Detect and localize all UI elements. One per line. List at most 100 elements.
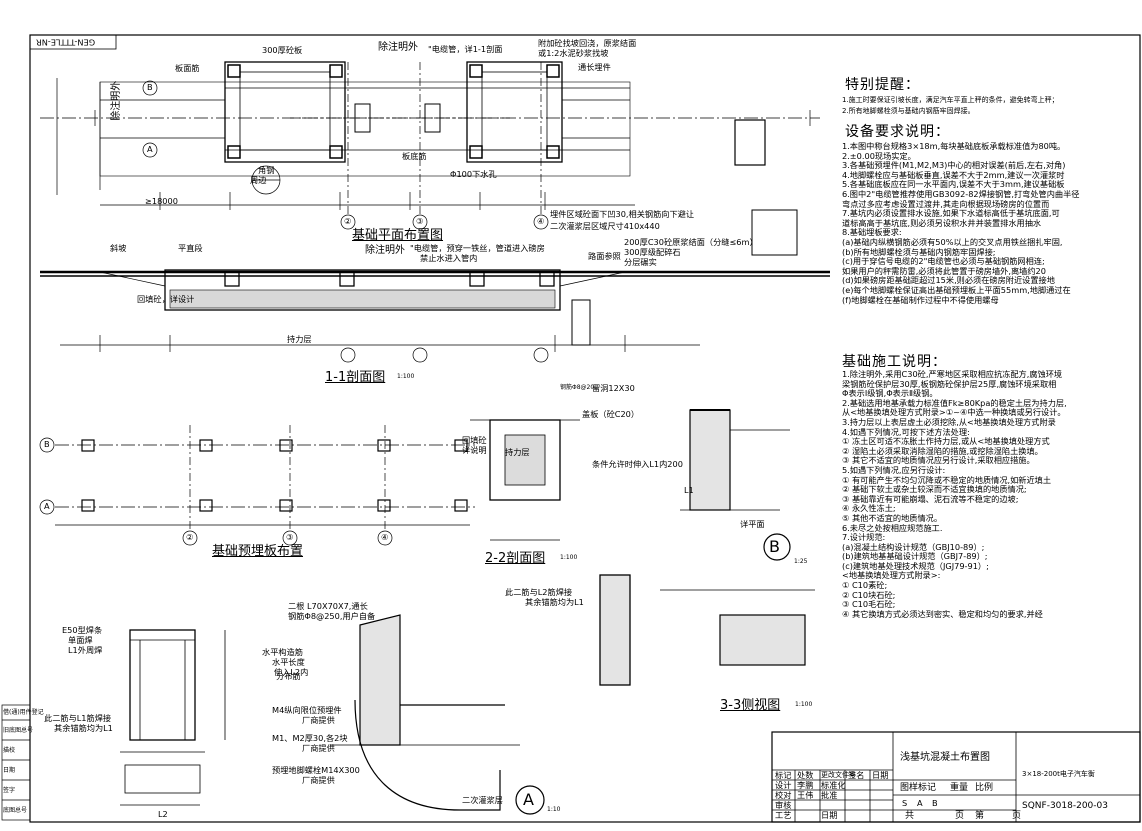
role-approve: 批准 (821, 790, 838, 800)
plan-col-3: ③ (416, 216, 424, 226)
s11-backfill-note: 回填砼，详设计 (137, 294, 195, 304)
plan-drain-hole: Φ100下水孔 (450, 169, 497, 179)
plan-grout-slot: 二次灌浆层区域尺寸410x440 (550, 221, 660, 231)
a-horiz2: 水平长度 (272, 657, 305, 667)
build-line-13: ② 基础下软土或杂土较深而不适宜换填的地质情况; (842, 484, 1027, 495)
s33-anchor: 其余锚筋均为L1 (525, 597, 584, 607)
build-line-19: (a)混凝土结构设计规范（GBJ10-89）; (842, 541, 985, 552)
s33-weld: 此二筋与L2筋焊接 (505, 587, 573, 597)
mark-s: S (902, 798, 908, 808)
a-m1: M1、M2厚30,各2块 (272, 733, 348, 743)
detail-b-scale: 1:25 (794, 558, 808, 565)
plan-view (40, 61, 820, 230)
build-title: 基础施工说明： (842, 354, 947, 370)
s22-scale: 1:100 (560, 554, 578, 561)
plan-bottom-rebar: 板底筋 (402, 151, 427, 161)
frame-code-box (29, 34, 117, 50)
role-check-name: 王伟 (797, 790, 814, 800)
special-line-2: 2.所有地脚螺栓须与基础内钢筋牢固焊接。 (842, 107, 975, 115)
build-notes: 1.除注明外,采用C30砼,严寒地区采取相应抗冻配方,腐蚀环境 梁钢筋砼保护层3… (842, 370, 1140, 619)
s11-bearing-label: 持力层 (287, 334, 312, 344)
side-4: 日期 (3, 767, 16, 774)
s22-bearing: 持力层 (505, 447, 530, 457)
s11-fill-note: 分层碾实 (624, 257, 657, 267)
plan-buried-note: 埋件区域砼面下凹30,相关钢筋向下避让 (550, 209, 695, 219)
small-details (571, 119, 798, 346)
embed-plate-plan (39, 425, 475, 546)
sample-mark: 图样标记 (900, 783, 937, 793)
drawing-number: SQNF-3018-200-03 (1022, 801, 1108, 811)
a-dist: 分布筋 (276, 671, 301, 681)
role-design: 设计 (775, 780, 792, 790)
plan-col-2: ② (344, 216, 352, 226)
s11-water-note: 禁止水进入管内 (420, 253, 478, 263)
build-line-8: ① 冻土区可适不冻胀土作持力层,或从<地基换填处理方式 (842, 436, 1050, 447)
embed-row-b: B (44, 439, 50, 449)
role-design-name: 李鹏 (797, 780, 814, 790)
build-line-17: 6.未尽之处按相应规范施工. (842, 522, 943, 533)
build-line-6: 3.持力层以上表层虚土必须挖除,从<地基换填处理方式附录 (842, 416, 1056, 427)
detail-b-note: 详平面 (740, 519, 765, 529)
role-check: 校对 (775, 790, 792, 800)
sheet-total-label: 共 (905, 811, 915, 821)
role-std: 标准化 (821, 780, 846, 790)
build-line-12: ① 有可能产生不均匀沉降或不稳定的地质情况,如新近填土 (842, 474, 1052, 485)
equip-line-12: (b)所有地脚螺栓须与基础内钢筋牢固焊接; (842, 246, 996, 257)
s11-cover-note: 200厚C30砼原浆结面（分缝≤6m） (624, 237, 758, 247)
s11-slope-label: 斜坡 (110, 243, 127, 253)
outer-frame (29, 34, 1141, 823)
build-line-4: 2.基础选用地基承载力标准值Fk≥80Kpa的稳定土层为持力层, (842, 397, 1067, 408)
embed-row-a: A (44, 501, 50, 511)
a-rebar: 钢筋Φ8@250,用户自备 (288, 611, 376, 621)
build-line-22: <地基换填处理方式附录>: (842, 570, 941, 581)
page-no-label: 第 (975, 811, 985, 821)
mark-a: A (917, 798, 923, 808)
build-line-21: (c)建筑地基处理技术规范（JGJ79-91）; (842, 560, 989, 571)
s22-cover: 盖板（砼C20） (582, 409, 640, 419)
build-line-11: 5.如遇下列情况,应另行设计: (842, 464, 946, 475)
a-angle: 二根 L70X70X7,通长 (288, 601, 368, 611)
s11-road-note: 路面参照 (588, 251, 621, 261)
section-2-2 (470, 419, 580, 541)
role-review: 审核 (775, 800, 792, 810)
a-grout: 二次灌浆层 (462, 795, 503, 805)
build-line-15: ④ 永久性冻土; (842, 503, 896, 514)
s11-flat-label: 平直段 (178, 243, 203, 253)
equip-line-13: (c)用于穿信号电缆的2"电缆管也必须与基础钢筋网相连; (842, 256, 1045, 267)
plan-col-4: ④ (537, 216, 545, 226)
equip-line-14: 如果用户的秤需防雷,必须将此管置于磅房墙外,离墙约20 (842, 265, 1046, 276)
section-1-1 (40, 269, 830, 363)
side-1: 借(通)用件登记 (3, 709, 44, 716)
plan-long-embed: 通长埋件 (578, 62, 611, 72)
equip-notes: 1.本图中称台规格3×18m,每块基础底板承载标准值为80吨。2.±0.00现场… (842, 142, 1140, 305)
build-line-20: (b)建筑地基基础设计规范（GBJ7-89）; (842, 551, 988, 562)
rev-row-sign: 签名 (848, 770, 865, 780)
a-m4b: 厂商提供 (302, 715, 335, 725)
s11-gravel-note: 300厚级配碎石 (624, 247, 681, 257)
build-line-5: 从<地基换填处理方式附录>①~④中选一种换填或另行设计。 (842, 407, 1066, 418)
drawing-name: 浅基坑混凝土布置图 (900, 752, 990, 763)
rev-row-doc: 更改文件号 (821, 771, 856, 779)
s11-scale: 1:100 (397, 373, 415, 380)
detail-l1 (120, 629, 226, 806)
plan-angle-label: 角钢 (258, 165, 275, 175)
ratio-label: 比例 (975, 783, 994, 793)
a-bolt: 预埋地脚螺栓M14X300 (272, 765, 360, 775)
side-strip (1, 704, 31, 821)
l1-weld: E50型焊条 (62, 625, 103, 635)
a-m4: M4纵向限位预埋件 (272, 705, 342, 715)
rev-row-mark: 标记 (775, 770, 792, 780)
embed-col-3: ③ (286, 532, 294, 542)
plan-corner-label: 周边 (250, 175, 267, 185)
l1-anchor-note: 其余锚筋均为L1 (54, 723, 113, 733)
detail-a (330, 614, 545, 815)
s22-rebar: 钢筋Φ8@200 (560, 384, 598, 391)
s22-hole: 留洞12X30 (592, 383, 635, 393)
equip-line-17: (f)地脚螺栓在基础制作过程中不得使用螺母 (842, 294, 999, 305)
side-2: 旧底图总号 (3, 727, 34, 734)
equip-line-1: 1.本图中称台规格3×18m,每块基础底板承载标准值为80吨。 (842, 142, 1066, 151)
build-line-7: 4.如遇下列情况,可按下述方法处理: (842, 426, 970, 437)
plan-note-header: 除注明外 (378, 42, 418, 53)
equip-line-5: 5.各基础底板应在同一水平面内,误差不大于3mm,建议基础板 (842, 179, 1065, 190)
plan-cable-note: "电缆管，详1-1剖面 (428, 44, 503, 54)
